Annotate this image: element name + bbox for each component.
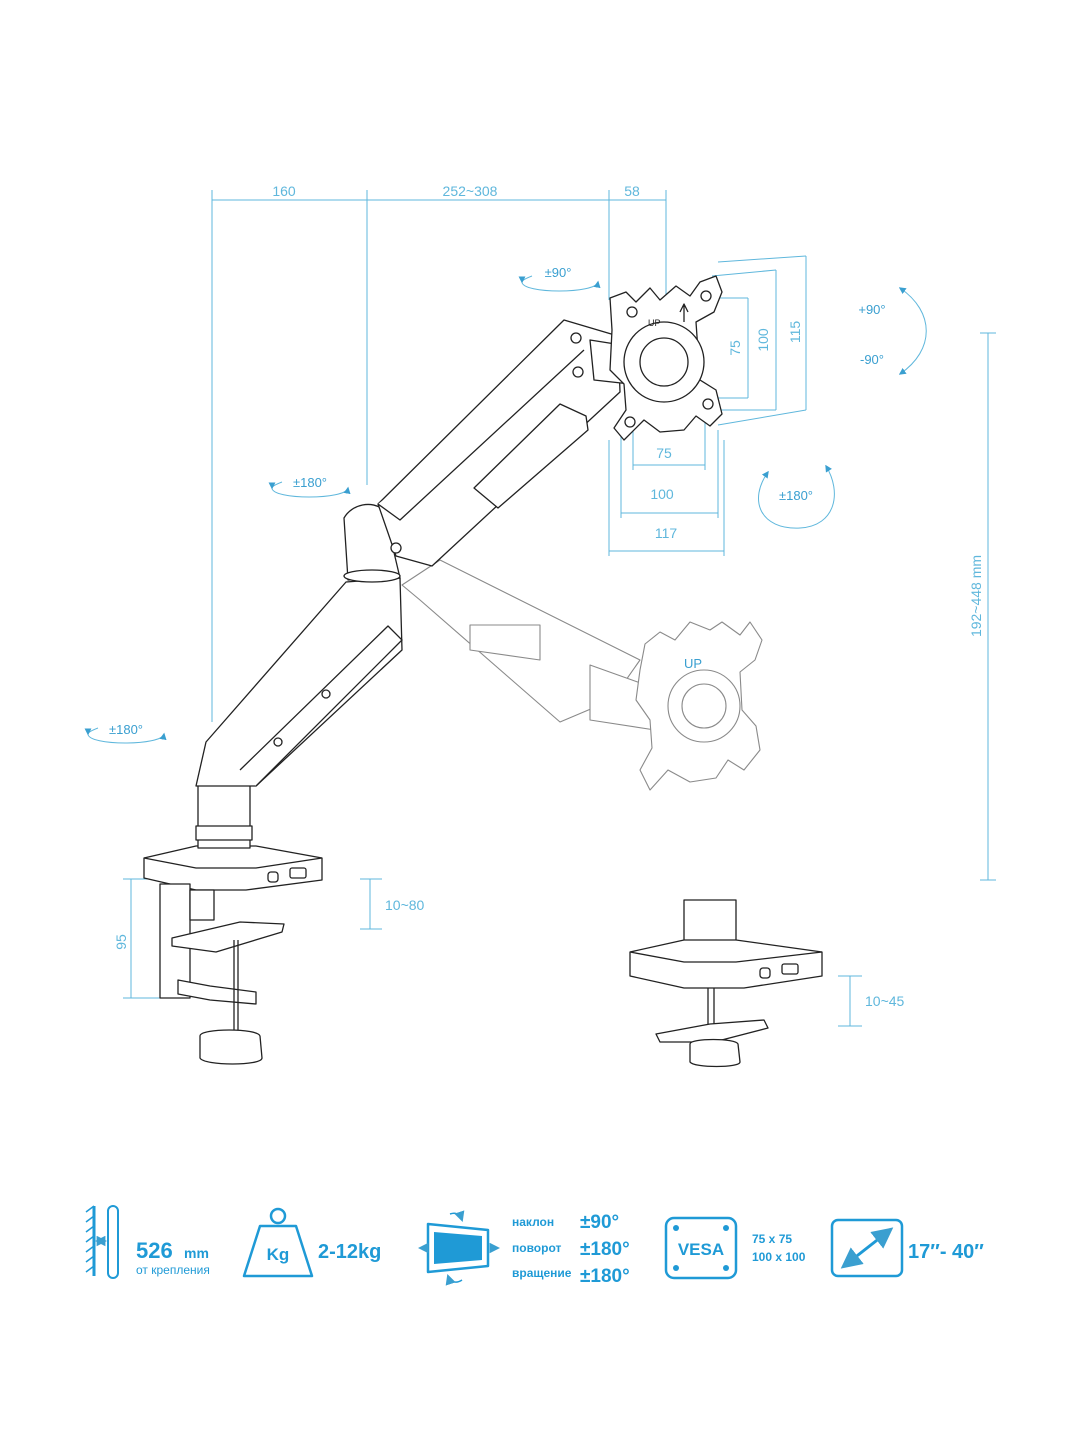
rotate-value: ±180° xyxy=(580,1266,630,1287)
vesa-icon-label: VESA xyxy=(678,1240,724,1259)
dim-252-308: 252~308 xyxy=(443,183,498,199)
vesa-icon xyxy=(664,1216,738,1280)
vesa-plate xyxy=(609,275,723,441)
swivel-value: ±180° xyxy=(580,1239,630,1260)
dim-100-vertical: 100 xyxy=(755,328,771,352)
arm-lowered-position xyxy=(401,559,763,791)
dim-height-range: 192~448 mm xyxy=(968,555,984,637)
weight-icon-label: Kg xyxy=(267,1245,290,1264)
vesa-size-1: 75 x 75 xyxy=(752,1232,792,1246)
vesa-size-2: 100 x 100 xyxy=(752,1250,806,1264)
arm-raised-position xyxy=(195,319,631,849)
screen-size-value: 17″- 40″ xyxy=(908,1241,984,1263)
rotation-indicators xyxy=(84,275,927,744)
tilt-label: наклон xyxy=(512,1215,554,1229)
dim-95: 95 xyxy=(113,934,129,950)
dim-115-vertical: 115 xyxy=(787,321,803,344)
dim-clamp-10-45: 10~45 xyxy=(865,993,905,1009)
rotation-arm-mid: ±180° xyxy=(293,475,327,490)
dim-160: 160 xyxy=(272,183,296,199)
desk-clamp-left xyxy=(143,845,323,1065)
weight-value: 2-12kg xyxy=(318,1241,381,1263)
dim-75-vertical: 75 xyxy=(727,340,743,356)
dim-clamp-10-80: 10~80 xyxy=(385,897,425,913)
rotate-label: вращение xyxy=(512,1266,572,1280)
up-label: UP xyxy=(648,318,661,328)
weight-icon xyxy=(242,1207,314,1278)
dim-75-horizontal: 75 xyxy=(656,445,672,461)
dim-117-horizontal: 117 xyxy=(655,525,678,541)
rotation-head-swivel: ±180° xyxy=(779,488,813,503)
dim-100-horizontal: 100 xyxy=(650,486,674,502)
screen-size-icon xyxy=(830,1218,904,1278)
reach-value: 526 xyxy=(136,1238,173,1263)
rotation-plus-90: +90° xyxy=(858,302,885,317)
reach-unit: mm xyxy=(184,1245,209,1261)
desk-clamp-right xyxy=(629,899,823,1068)
reach-caption: от крепления xyxy=(136,1263,210,1277)
reach-icon xyxy=(85,1205,119,1279)
monitor-motion-icon xyxy=(417,1210,501,1286)
swivel-label: поворот xyxy=(512,1241,561,1255)
rotation-arm-base: ±180° xyxy=(109,722,143,737)
dim-58: 58 xyxy=(624,183,640,199)
up-label-lowered: UP xyxy=(684,656,702,671)
tilt-value: ±90° xyxy=(580,1212,619,1233)
rotation-minus-90: -90° xyxy=(860,352,884,367)
rotation-tilt-top: ±90° xyxy=(545,265,572,280)
